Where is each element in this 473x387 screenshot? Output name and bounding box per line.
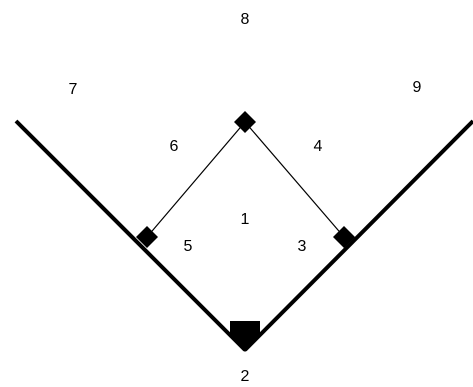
first-base-label: 3 bbox=[298, 238, 307, 255]
basepath-first-to-second bbox=[244, 121, 345, 238]
center-field-label: 8 bbox=[241, 11, 250, 28]
left-foul-line bbox=[14, 119, 247, 352]
shortstop-label: 6 bbox=[170, 138, 179, 155]
second-base-label: 4 bbox=[314, 138, 323, 155]
right-foul-line bbox=[243, 119, 473, 352]
pitcher-label: 1 bbox=[241, 211, 250, 228]
right-field-label: 9 bbox=[413, 79, 422, 96]
left-field-label: 7 bbox=[69, 81, 78, 98]
catcher-label: 2 bbox=[241, 368, 250, 385]
first-base-marker bbox=[333, 226, 355, 248]
third-base-marker bbox=[136, 226, 158, 248]
home-plate-marker bbox=[230, 321, 260, 352]
basepath-second-to-third bbox=[146, 121, 246, 238]
second-base-marker bbox=[234, 111, 256, 133]
third-base-label: 5 bbox=[184, 238, 193, 255]
